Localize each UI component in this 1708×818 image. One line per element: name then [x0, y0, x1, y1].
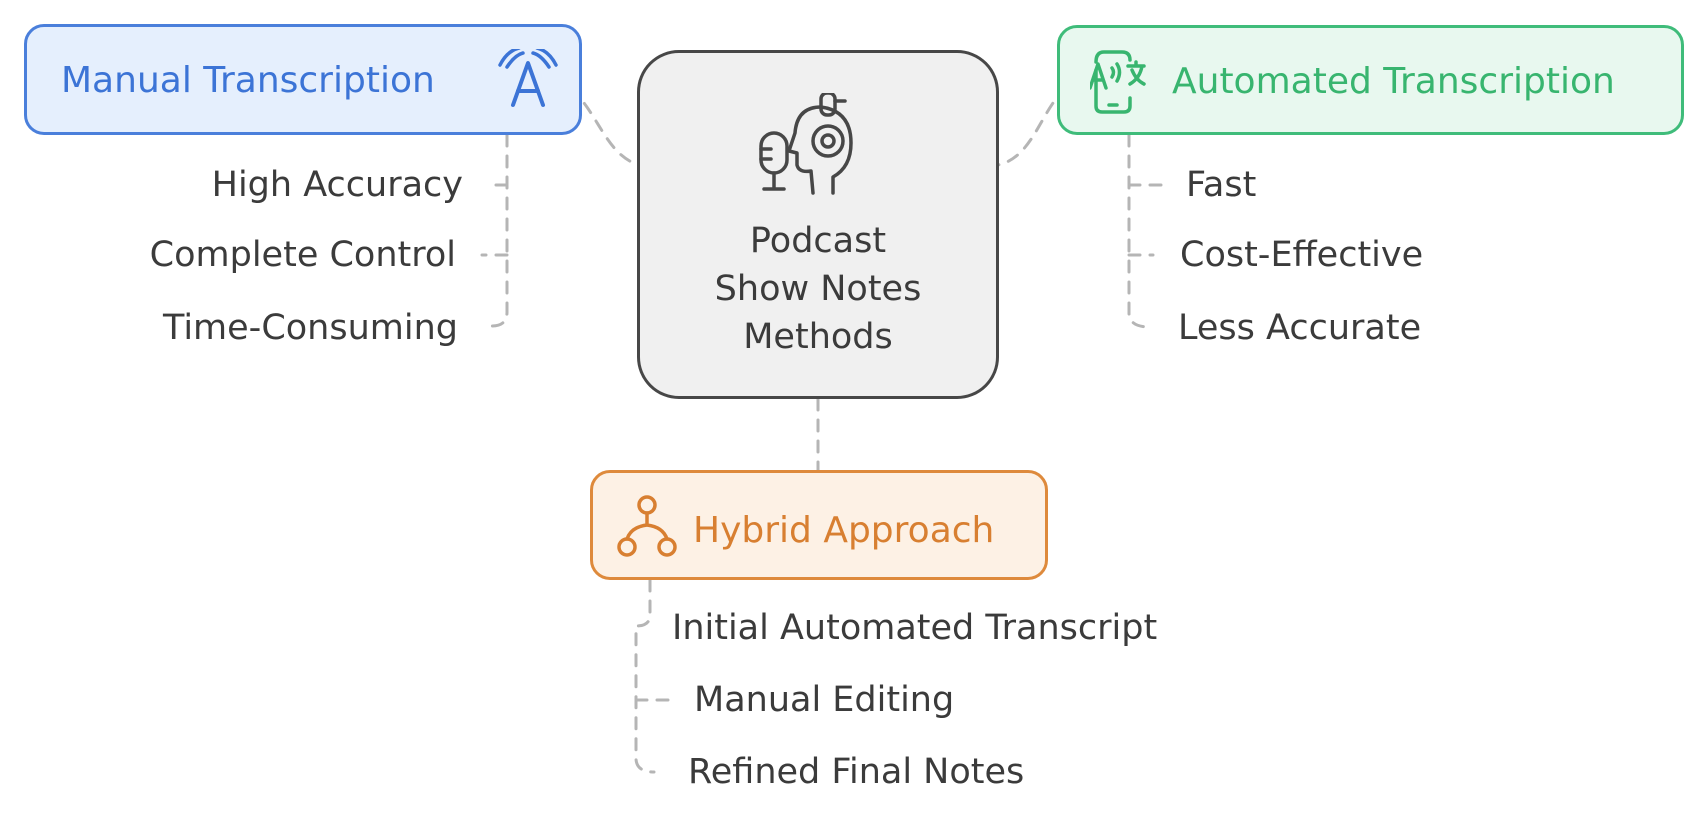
podcast-show-notes-methods-node: Podcast Show Notes Methods: [637, 50, 999, 399]
hybrid-approach-node: Hybrid Approach: [590, 470, 1048, 580]
manual-transcription-title: Manual Transcription: [61, 60, 435, 101]
branch-nodes-icon: [617, 495, 677, 559]
automated-item-cost-effective: Cost-Effective: [1180, 235, 1424, 275]
connector-center-manual: [550, 78, 652, 168]
podcast-microphone-headset-icon: [755, 93, 867, 197]
automated-transcription-title: Automated Transcription: [1172, 61, 1615, 102]
hybrid-item-refined-final-notes: Refined Final Notes: [688, 752, 1025, 792]
manual-transcription-node: Manual Transcription: [24, 24, 582, 135]
center-title-line-1: Podcast: [749, 221, 887, 261]
hybrid-approach-title: Hybrid Approach: [693, 510, 995, 551]
automated-item-less-accurate: Less Accurate: [1178, 308, 1422, 348]
automated-item-fast: Fast: [1186, 165, 1257, 205]
center-title-line-2: Show Notes: [714, 269, 922, 309]
center-title: Podcast Show Notes Methods: [640, 217, 996, 361]
center-title-line-3: Methods: [743, 317, 893, 357]
translate-text-icon: [493, 49, 563, 117]
manual-item-time-consuming: Time-Consuming: [163, 308, 458, 348]
connector-center-automated: [986, 78, 1084, 168]
connector-automated-spine: [1127, 133, 1152, 329]
connector-hybrid-spine: [634, 578, 656, 774]
hybrid-item-initial-automated-transcript: Initial Automated Transcript: [672, 608, 1158, 648]
manual-item-high-accuracy: High Accuracy: [211, 165, 463, 205]
manual-item-complete-control: Complete Control: [149, 235, 456, 275]
connector-manual-spine: [490, 133, 509, 328]
hybrid-item-manual-editing: Manual Editing: [694, 680, 955, 720]
automated-transcription-node: Automated Transcription: [1057, 25, 1684, 135]
phone-translate-icon: [1090, 50, 1146, 114]
